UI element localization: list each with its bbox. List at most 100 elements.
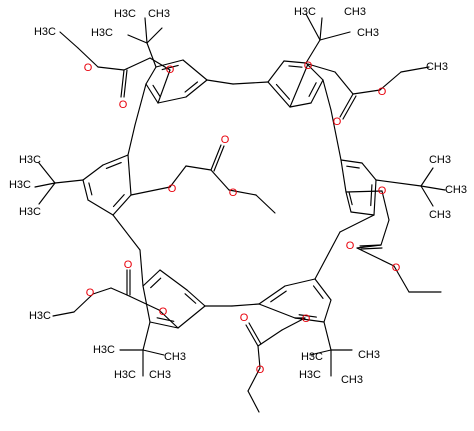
tbu-methyl-label: CH3 bbox=[358, 349, 380, 361]
ester-bond bbox=[247, 367, 261, 392]
tbu-bond bbox=[127, 34, 148, 44]
ester-bond bbox=[400, 66, 430, 73]
tbu-methyl-label: CH3 bbox=[445, 184, 467, 196]
tbu-bond bbox=[319, 17, 323, 41]
ethyl-methyl-label: H3C bbox=[29, 310, 51, 322]
aromatic-ring-right bbox=[373, 179, 377, 216]
ester-oxygen-label: O bbox=[86, 287, 95, 299]
aromatic-ring-bottom-right-inner bbox=[270, 290, 287, 303]
ester-bond bbox=[339, 93, 354, 118]
methylene-bridge bbox=[127, 124, 136, 156]
tbu-methyl-label: H3C bbox=[294, 6, 316, 18]
tbu-methyl-label: CH3 bbox=[341, 374, 363, 386]
aromatic-ring-top-right bbox=[283, 60, 307, 64]
aromatic-ring-right bbox=[340, 159, 363, 164]
ester-bond bbox=[379, 71, 402, 91]
aromatic-ring-top-right-inner bbox=[275, 83, 291, 100]
tbu-bond bbox=[34, 182, 56, 188]
ester-bond bbox=[185, 165, 212, 171]
tbu-methyl-label: H3C bbox=[19, 154, 41, 166]
tbu-bond bbox=[144, 17, 148, 44]
carbonyl-oxygen-label: O bbox=[119, 99, 128, 111]
carbonyl-oxygen-label: O bbox=[346, 240, 355, 252]
aromatic-ring-bottom-right bbox=[258, 303, 296, 319]
ester-bond bbox=[97, 66, 125, 71]
ester-bond bbox=[257, 329, 283, 347]
ester-bond bbox=[247, 390, 260, 413]
aromatic-ring-right bbox=[350, 211, 375, 216]
tbu-methyl-label: H3C bbox=[9, 179, 31, 191]
ester-bond bbox=[381, 190, 390, 221]
aromatic-ring-bottom-left bbox=[159, 269, 188, 291]
ester-bond bbox=[334, 71, 354, 95]
methylene-bridge bbox=[206, 79, 234, 85]
tbu-bond bbox=[319, 31, 351, 41]
ester-bond bbox=[352, 89, 381, 95]
methylene-bridge bbox=[139, 249, 144, 287]
ester-bond bbox=[245, 324, 259, 347]
methylene-bridge bbox=[314, 231, 341, 280]
tbu-bond bbox=[375, 179, 422, 187]
aromatic-ring-top-left bbox=[155, 59, 184, 68]
methylene-bridge bbox=[339, 214, 375, 233]
ester-bond bbox=[210, 144, 222, 171]
ester-bond bbox=[289, 63, 309, 108]
tbu-methyl-label: H3C bbox=[114, 8, 136, 20]
aromatic-ring-right bbox=[361, 162, 377, 181]
aromatic-ring-left bbox=[87, 199, 114, 216]
ester-bond bbox=[73, 293, 94, 313]
tbu-methyl-label: H3C bbox=[93, 344, 115, 356]
ester-bond bbox=[345, 190, 383, 193]
aromatic-ring-bottom-right bbox=[294, 317, 325, 323]
ester-bond bbox=[123, 69, 128, 98]
aromatic-ring-top-left bbox=[145, 83, 159, 104]
aromatic-ring-top-right-inner bbox=[308, 82, 317, 97]
aromatic-ring-right bbox=[345, 191, 352, 213]
aromatic-ring-bottom-left bbox=[177, 305, 206, 329]
aromatic-ring-top-left-inner bbox=[161, 64, 179, 71]
ester-oxygen-label: O bbox=[84, 62, 93, 74]
methylene-bridge bbox=[322, 79, 332, 111]
ester-bond bbox=[157, 69, 171, 104]
ester-bond bbox=[393, 265, 410, 293]
ester-oxygen-label: O bbox=[378, 86, 387, 98]
oxygen-atom-label: O bbox=[302, 313, 311, 325]
ethyl-methyl-label: CH3 bbox=[426, 61, 448, 73]
aromatic-ring-left bbox=[127, 154, 132, 196]
ester-bond bbox=[356, 247, 395, 267]
aromatic-ring-left-inner bbox=[88, 182, 93, 196]
tbu-methyl-label: H3C bbox=[114, 369, 136, 381]
aromatic-ring-bottom-right bbox=[258, 285, 286, 305]
aromatic-ring-top-left-inner bbox=[184, 81, 199, 93]
ester-bond bbox=[169, 165, 187, 188]
ester-bond bbox=[130, 186, 171, 196]
methylene-bridge bbox=[134, 83, 147, 126]
tbu-methyl-label: CH3 bbox=[148, 8, 170, 20]
aromatic-ring-right-inner bbox=[348, 192, 353, 206]
tbu-bond bbox=[309, 349, 332, 356]
aromatic-ring-top-left bbox=[182, 59, 208, 81]
tbu-methyl-label: H3C bbox=[91, 27, 113, 39]
methylene-bridge bbox=[112, 214, 141, 251]
aromatic-ring-right-inner bbox=[370, 184, 373, 207]
tbu-bond bbox=[420, 185, 446, 191]
ester-bond bbox=[120, 69, 125, 98]
tbu-methyl-label: H3C bbox=[299, 369, 321, 381]
aromatic-ring-bottom-right bbox=[323, 299, 332, 323]
ester-bond bbox=[281, 317, 306, 331]
aromatic-ring-top-right bbox=[310, 79, 324, 104]
oxygen-atom-label: O bbox=[159, 306, 168, 318]
tbu-bond bbox=[305, 39, 321, 64]
methylene-bridge bbox=[231, 303, 260, 307]
aromatic-ring-left-inner bbox=[105, 161, 122, 170]
aromatic-ring-top-right bbox=[305, 62, 324, 81]
tbu-methyl-label: CH3 bbox=[357, 27, 379, 39]
carbonyl-oxygen-label: O bbox=[240, 312, 249, 324]
aromatic-ring-bottom-left bbox=[186, 289, 206, 307]
tbu-methyl-label: CH3 bbox=[344, 6, 366, 18]
oxygen-atom-label: O bbox=[378, 185, 387, 197]
aromatic-ring-top-left bbox=[185, 79, 208, 98]
tbu-methyl-label: H3C bbox=[301, 351, 323, 363]
ester-oxygen-label: O bbox=[256, 364, 265, 376]
